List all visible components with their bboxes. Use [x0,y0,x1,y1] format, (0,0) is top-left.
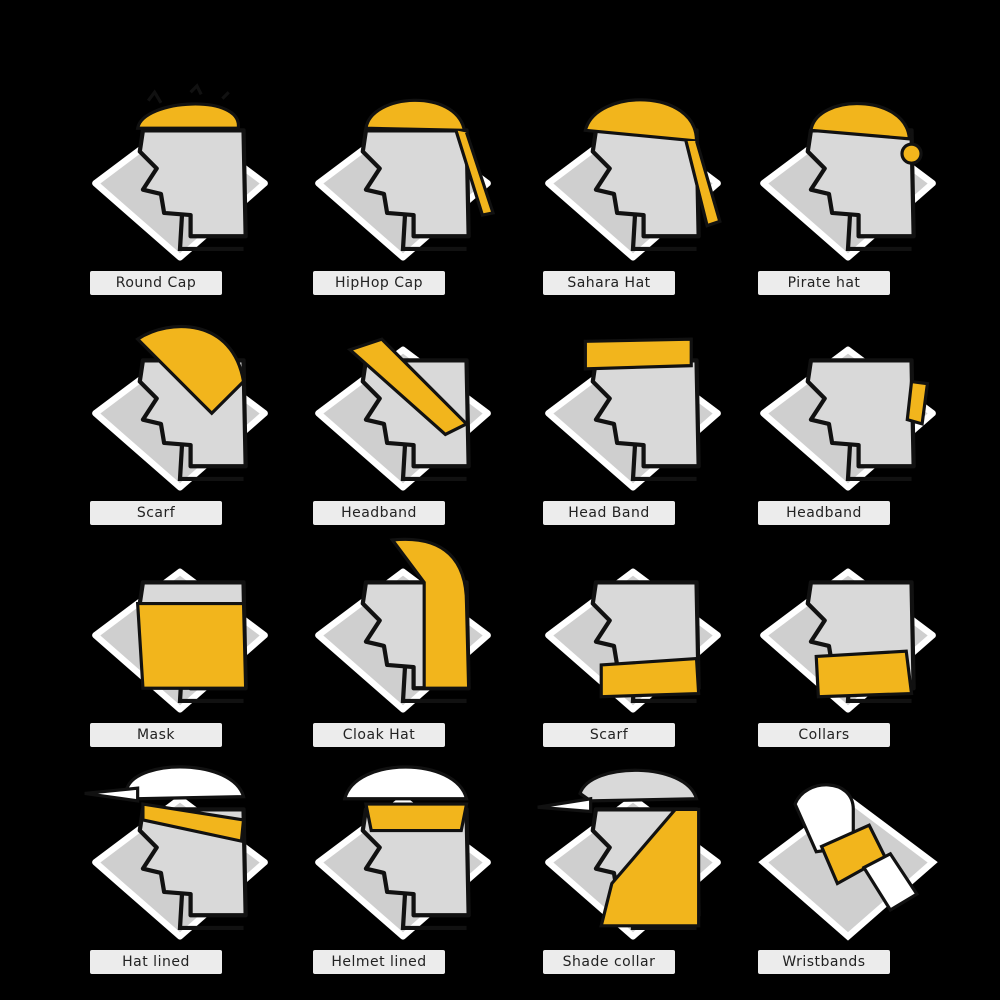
collar-icon [760,568,936,713]
style-card: Headband [288,318,518,548]
style-label: Helmet lined [313,950,445,974]
face-mask-icon [92,568,268,713]
wristband-icon [758,783,938,941]
shade-collar-icon [537,768,721,940]
style-label: Headband [758,501,890,525]
style-label: Scarf [90,501,222,525]
style-label: Collars [758,723,890,747]
forehead-band-icon [545,337,721,491]
style-label: Head Band [543,501,675,525]
diagonal-headband-icon [315,337,491,491]
style-card: Shade collar [518,767,748,997]
style-card: Pirate hat [733,88,963,318]
style-card: Headband [733,318,963,548]
style-card: Head Band [518,318,748,548]
neck-scarf-icon [545,568,721,713]
round-cap-icon [92,83,268,261]
style-card: Round Cap [65,83,295,318]
style-label: Sahara Hat [543,271,675,295]
hiphop-cap-icon [315,98,496,261]
style-label: Scarf [543,723,675,747]
back-headband-icon [760,346,936,491]
cloak-hat-icon [315,537,491,713]
style-label: Round Cap [90,271,222,295]
head-scarf-icon [92,324,268,491]
style-label: Pirate hat [758,271,890,295]
style-card: Scarf [65,318,295,548]
style-label: Mask [90,723,222,747]
style-label: Headband [313,501,445,525]
style-card: HipHop Cap [288,88,518,318]
style-card: Scarf [518,540,748,770]
style-label: Shade collar [543,950,675,974]
style-card: Helmet lined [288,765,518,997]
sahara-hat-icon [545,98,722,261]
pirate-hat-icon [760,102,936,261]
style-card: Hat lined [65,765,295,997]
style-label: HipHop Cap [313,271,445,295]
style-card: Collars [733,540,963,770]
style-label: Cloak Hat [313,723,445,747]
hat-lined-icon [84,765,268,940]
helmet-lined-icon [315,765,491,940]
style-label: Wristbands [758,950,890,974]
style-label: Hat lined [90,950,222,974]
style-card: Wristbands [733,767,963,997]
style-card: Mask [65,540,295,770]
style-card: Sahara Hat [518,88,748,318]
style-card: Cloak Hat [288,537,518,770]
